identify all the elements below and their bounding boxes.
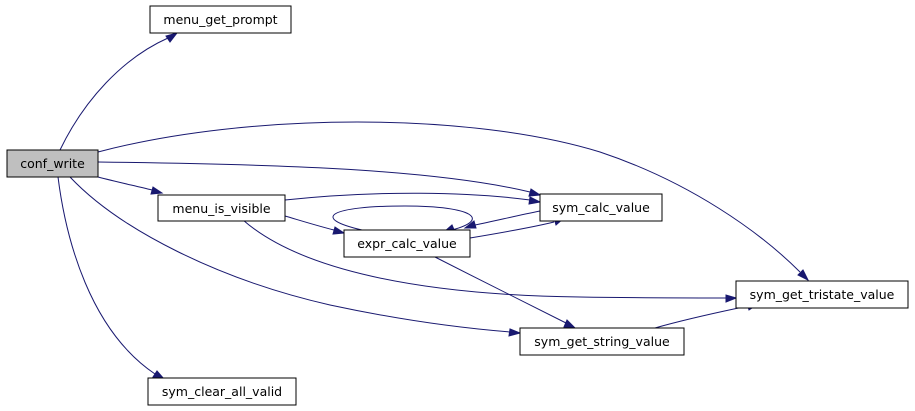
node-label-sym-get-string-value: sym_get_string_value xyxy=(534,334,670,349)
edge-conf-write-to-sym-calc-value xyxy=(97,161,542,197)
edge-menu-is-visible-to-expr-calc-value xyxy=(284,215,346,235)
node-label-menu-get-prompt: menu_get_prompt xyxy=(163,12,277,27)
node-label-sym-calc-value: sym_calc_value xyxy=(552,200,650,215)
node-sym-get-string-value[interactable]: sym_get_string_value xyxy=(519,327,685,356)
edge-menu-is-visible-to-sym-calc-value xyxy=(284,192,542,205)
edge-conf-write-to-sym-clear-all-valid xyxy=(57,176,166,380)
node-label-sym-get-tristate-value: sym_get_tristate_value xyxy=(750,287,895,302)
node-label-sym-clear-all-valid: sym_clear_all_valid xyxy=(162,384,282,399)
node-sym-get-tristate-value[interactable]: sym_get_tristate_value xyxy=(735,280,909,309)
edge-sym-calc-value-to-expr-calc-value xyxy=(463,210,541,229)
edges xyxy=(57,32,810,380)
node-menu-get-prompt[interactable]: menu_get_prompt xyxy=(149,5,292,34)
edge-conf-write-to-menu-is-visible xyxy=(97,176,164,195)
node-label-conf-write: conf_write xyxy=(20,156,85,171)
node-conf-write[interactable]: conf_write xyxy=(6,149,99,178)
node-sym-clear-all-valid[interactable]: sym_clear_all_valid xyxy=(147,377,297,406)
edge-conf-write-to-menu-get-prompt xyxy=(59,32,179,151)
nodes: conf_write menu_get_prompt menu_is_visib… xyxy=(6,5,909,406)
node-label-expr-calc-value: expr_calc_value xyxy=(357,236,457,251)
edge-expr-calc-value-to-sym-get-string-value xyxy=(434,256,577,329)
edge-conf-write-to-sym-get-string-value xyxy=(69,176,522,337)
node-sym-calc-value[interactable]: sym_calc_value xyxy=(539,193,663,222)
edge-expr-calc-value-self-loop xyxy=(332,205,473,233)
edge-menu-is-visible-to-sym-get-tristate-value xyxy=(242,219,738,303)
node-label-menu-is-visible: menu_is_visible xyxy=(172,201,270,216)
edge-conf-write-to-sym-get-tristate-value xyxy=(97,121,810,282)
node-expr-calc-value[interactable]: expr_calc_value xyxy=(343,229,471,258)
node-menu-is-visible[interactable]: menu_is_visible xyxy=(157,194,286,222)
